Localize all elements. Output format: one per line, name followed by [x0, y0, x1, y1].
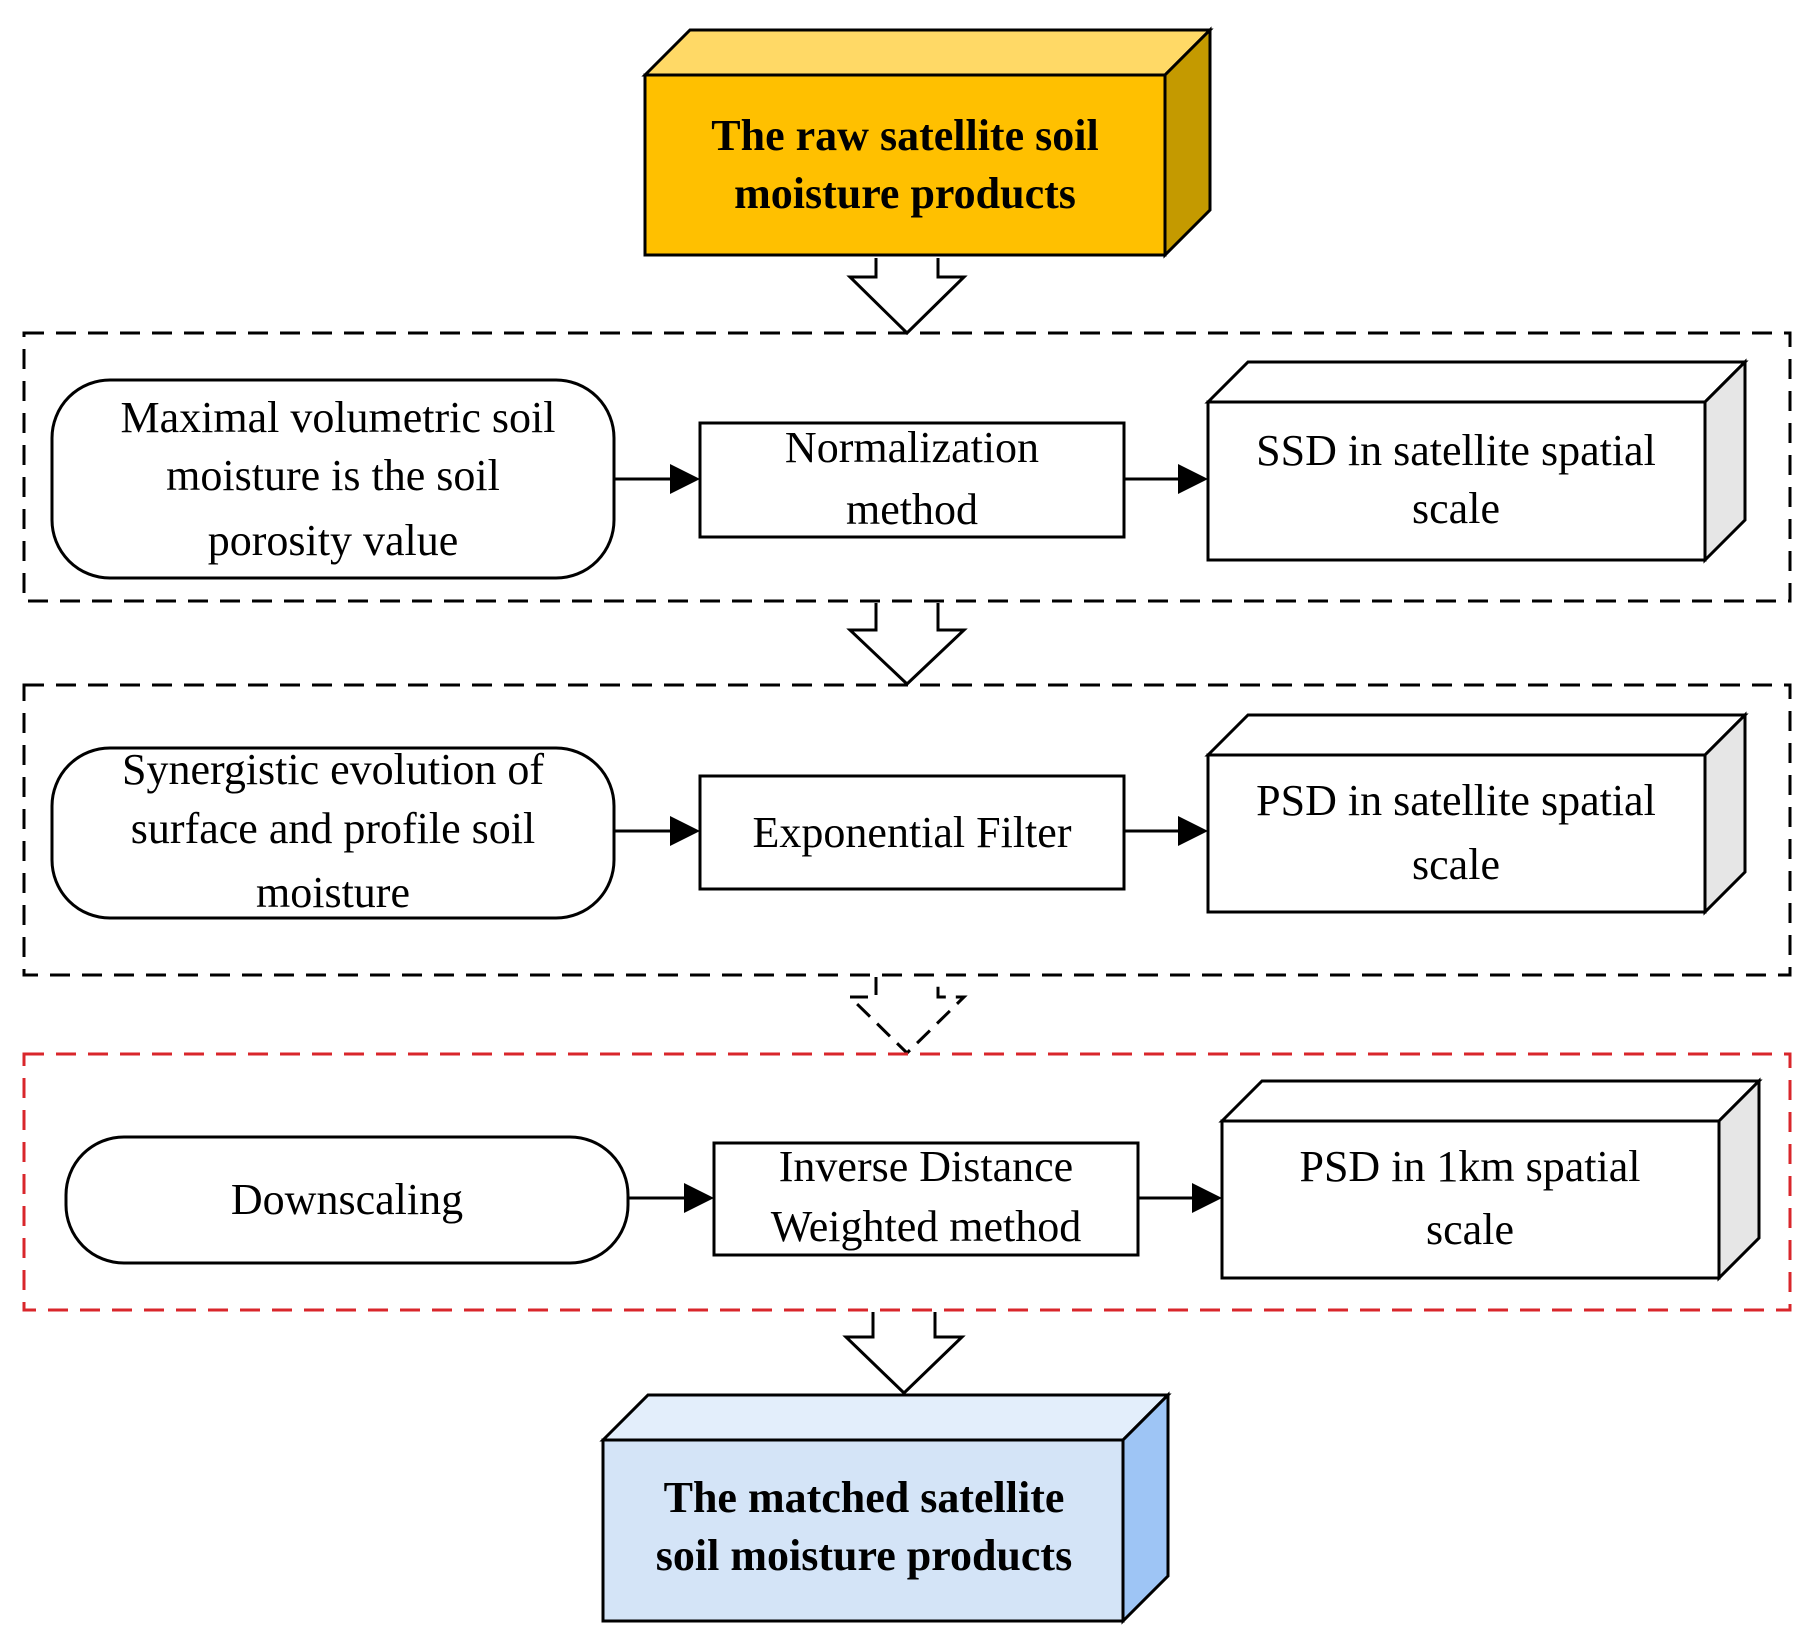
matched-products-box-top: [599, 1393, 1172, 1442]
stage1-output-line2: scale: [1412, 484, 1500, 533]
stage2-input-line1: Synergistic evolution of: [122, 745, 544, 794]
dashed-hollow-down-arrow: [846, 977, 968, 1056]
stage2-output-box-front: [1206, 753, 1707, 914]
stage1-output-box-front: [1206, 400, 1707, 562]
stage1-output-box: [1204, 358, 1749, 564]
stage1-output-box-top: [1204, 360, 1749, 404]
stage3-output-line2: scale: [1426, 1205, 1514, 1254]
stage3-method-line1: Inverse Distance: [779, 1142, 1073, 1191]
stage2-input-box: [50, 746, 616, 920]
stage1-frame: [22, 331, 1792, 603]
raw-products-box-top: [641, 28, 1214, 77]
stage3-output-box: [1218, 1077, 1763, 1282]
stage3-input-box: [64, 1135, 630, 1265]
stage1-method-line2: method: [846, 485, 978, 534]
stage2-output-box-top: [1204, 713, 1749, 757]
matched-products-box-front: [601, 1438, 1125, 1623]
raw-products-line2: moisture products: [734, 169, 1076, 218]
hollow-down-arrow-1-shape: [846, 258, 968, 336]
stage2-input-line3: moisture: [256, 868, 410, 917]
stage3-output-box-top: [1218, 1079, 1763, 1123]
stage3-input-line1: Downscaling: [231, 1175, 463, 1224]
stage3-frame: [22, 1052, 1792, 1312]
stage2-output-line1: PSD in satellite spatial: [1256, 776, 1656, 825]
stage1-output-line1: SSD in satellite spatial: [1256, 426, 1656, 475]
matched-products-line2: soil moisture products: [656, 1531, 1072, 1580]
hollow-down-arrow-4: [842, 1312, 966, 1396]
stage1-input-line1: Maximal volumetric soil: [120, 393, 555, 442]
stage2-input-line2: surface and profile soil: [131, 804, 535, 853]
stage1-input-line2: moisture is the soil: [166, 451, 500, 500]
raw-products-box: The raw satellite soil moisture products: [641, 26, 1214, 259]
raw-products-box-front: [643, 73, 1167, 257]
raw-products-line1: The raw satellite soil: [711, 111, 1098, 160]
stage1-input-line3: porosity value: [208, 516, 459, 565]
matched-products-line1: The matched satellite: [664, 1473, 1065, 1522]
stage3-method-line2: Weighted method: [771, 1202, 1082, 1251]
hollow-down-arrow-2: [846, 603, 968, 687]
stage2-output-line2: scale: [1412, 840, 1500, 889]
stage2-frame: [22, 683, 1792, 977]
matched-products-box: The matched satellite soil moisture prod…: [599, 1391, 1172, 1625]
stage3-output-box-front: [1220, 1119, 1721, 1280]
stage1-method-line1: Normalization: [785, 423, 1039, 472]
stage2-method-line1: Exponential Filter: [753, 808, 1072, 857]
stage2-output-box: [1204, 711, 1749, 916]
stage3-output-line1: PSD in 1km spatial: [1299, 1142, 1640, 1191]
